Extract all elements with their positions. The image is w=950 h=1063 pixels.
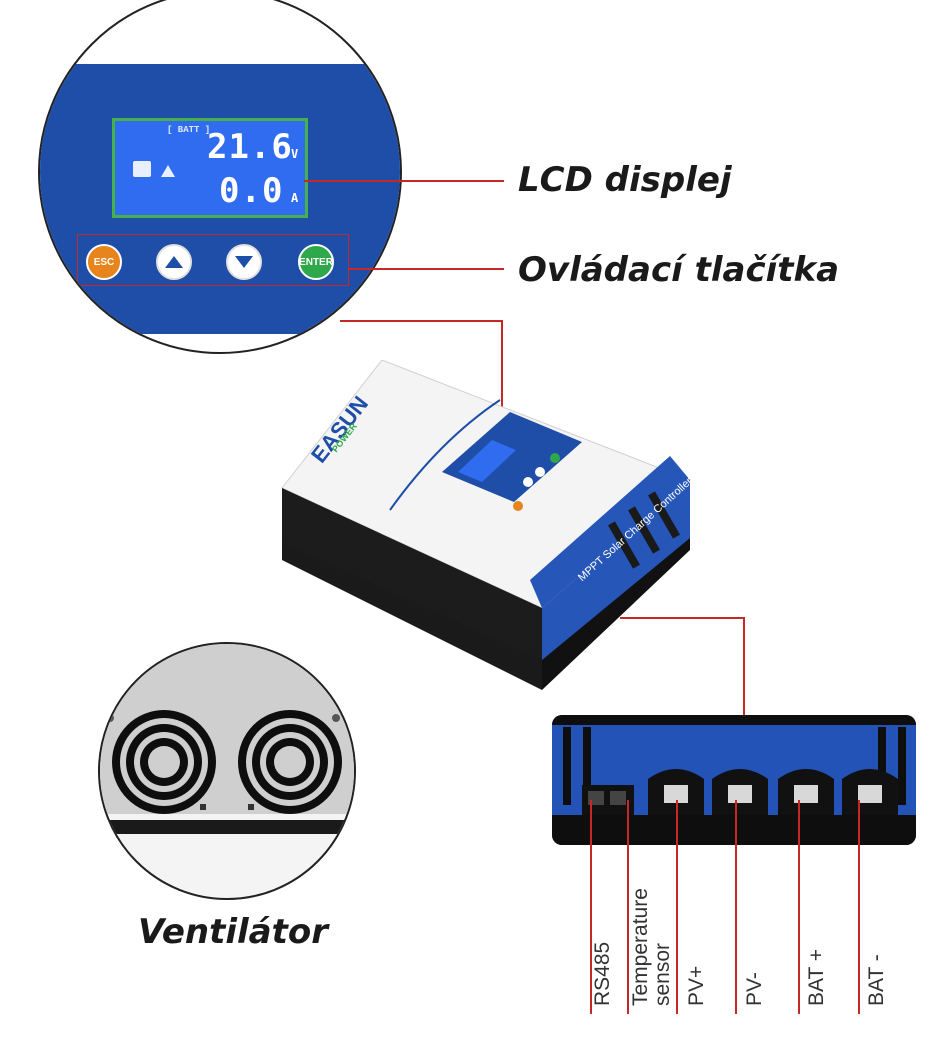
down-arrow-icon [235, 256, 253, 268]
terminal-label-pv-plus: PV+ [685, 965, 708, 1006]
control-buttons-label: Ovládací tlačítka [518, 250, 840, 290]
zoom-to-device-line-h [340, 320, 502, 322]
buttons-callout-line [348, 268, 504, 270]
lcd-mode-text: [ BATT ] [167, 125, 211, 135]
lcd-unit-bottom: A [291, 191, 299, 205]
bat-plus-line [798, 800, 800, 1014]
fan-right-icon [238, 710, 342, 814]
terminal-callout-line-h [620, 617, 745, 619]
fan-left-icon [112, 710, 216, 814]
pv-minus-line [735, 800, 737, 1014]
battery-icon [133, 161, 151, 177]
lcd-screen: [ BATT ] 21.6 V 0.0 A [112, 118, 308, 218]
solar-charge-controller-device [281, 360, 691, 690]
lcd-display-label: LCD displej [518, 160, 732, 200]
terminal-label-temperature-sensor: Temperature sensor [629, 888, 675, 1006]
fan-label: Ventilátor [138, 912, 328, 952]
warning-triangle-icon [161, 165, 175, 177]
lcd-callout-line [304, 180, 504, 182]
terminal-callout-line-v [743, 617, 745, 717]
lcd-value-top: 21.6 [207, 127, 293, 167]
up-button[interactable] [156, 244, 192, 280]
temperature-sensor-line [627, 800, 629, 1014]
up-arrow-icon [165, 256, 183, 268]
esc-button[interactable]: ESC [86, 244, 122, 280]
bat-minus-line [858, 800, 860, 1014]
lcd-value-bottom: 0.0 [219, 171, 284, 211]
terminal-label-pv-minus: PV- [743, 972, 766, 1006]
terminal-closeup [552, 715, 916, 845]
terminal-label-bat-minus: BAT - [865, 954, 888, 1006]
down-button[interactable] [226, 244, 262, 280]
enter-button[interactable]: ENTER [298, 244, 334, 280]
terminal-label-rs485: RS485 [591, 941, 614, 1006]
pv-plus-line [676, 800, 678, 1014]
rs485-line [590, 800, 592, 1014]
lcd-zoom-circle: [ BATT ] 21.6 V 0.0 A ESC ENTER [38, 0, 402, 354]
lcd-unit-top: V [291, 147, 299, 161]
buttons-highlight-frame [77, 234, 349, 286]
fan-photo [100, 644, 354, 834]
control-panel: [ BATT ] 21.6 V 0.0 A ESC ENTER [40, 64, 400, 334]
terminal-label-bat-plus: BAT + [805, 948, 828, 1006]
terminal-photo [552, 715, 916, 845]
zoom-to-device-line-v [501, 320, 503, 468]
fan-zoom-circle [98, 642, 356, 900]
